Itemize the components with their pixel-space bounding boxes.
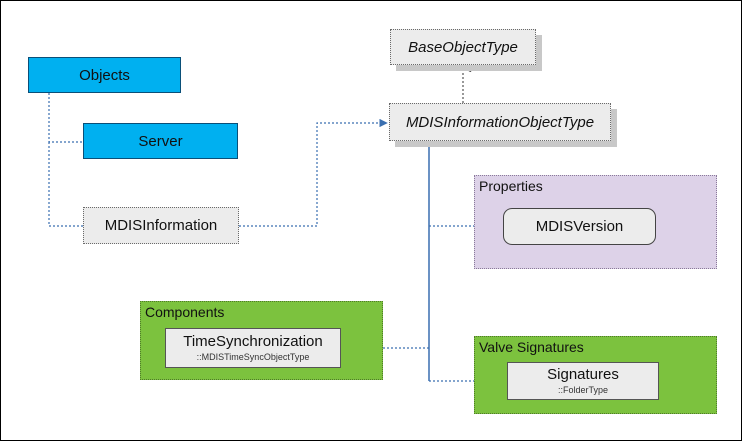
node-signatures[interactable]: Signatures ::FolderType <box>507 362 659 400</box>
node-timesynchronization[interactable]: TimeSynchronization ::MDISTimeSyncObject… <box>165 328 341 368</box>
node-baseobjecttype[interactable]: BaseObjectType <box>390 29 536 65</box>
node-mdisinformationobjecttype[interactable]: MDISInformationObjectType <box>389 103 611 141</box>
node-server-label: Server <box>138 132 183 150</box>
node-mdisinformationobjecttype-label: MDISInformationObjectType <box>405 113 595 131</box>
node-objects[interactable]: Objects <box>28 57 181 93</box>
node-mdisinformation-label: MDISInformation <box>104 217 218 234</box>
node-mdisversion-label: MDISVersion <box>535 218 624 235</box>
node-objects-label: Objects <box>79 66 130 84</box>
group-properties-title: Properties <box>479 178 543 194</box>
group-valve-signatures-title: Valve Signatures <box>479 339 584 355</box>
node-signatures-type: ::FolderType <box>557 384 609 395</box>
node-mdisinformation[interactable]: MDISInformation <box>83 207 239 244</box>
connector-typedefinition <box>239 118 388 227</box>
node-mdisversion[interactable]: MDISVersion <box>503 208 656 245</box>
node-timesynchronization-type: ::MDISTimeSyncObjectType <box>196 351 310 362</box>
group-components-title: Components <box>145 304 225 320</box>
node-server[interactable]: Server <box>83 123 238 159</box>
node-timesynchronization-label: TimeSynchronization <box>183 332 323 350</box>
node-signatures-label: Signatures <box>547 365 619 383</box>
connector-objects-mdisinformation <box>48 142 83 227</box>
node-baseobjecttype-label: BaseObjectType <box>408 38 518 56</box>
connector-objects-server <box>48 93 83 143</box>
